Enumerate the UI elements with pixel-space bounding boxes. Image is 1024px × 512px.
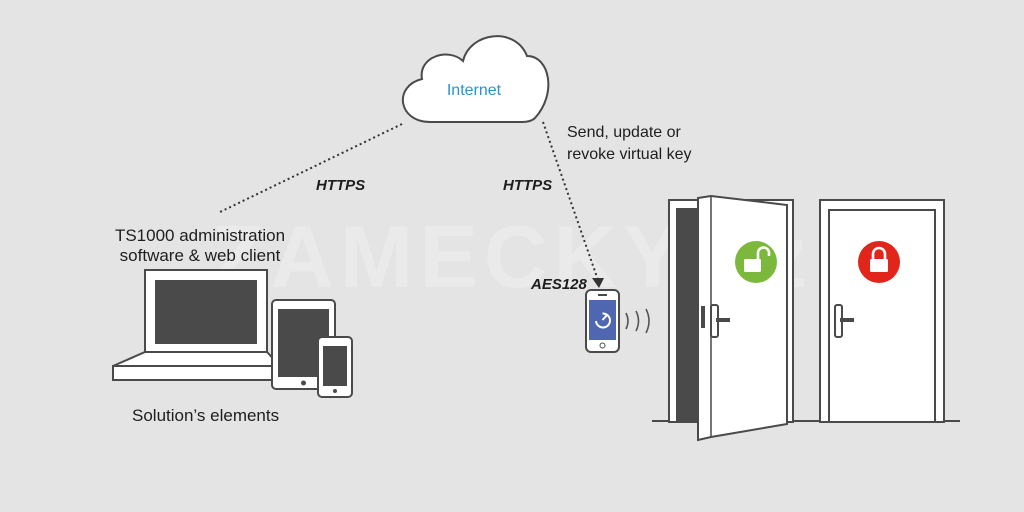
open-door-handle-icon — [710, 304, 730, 338]
closed-door — [819, 199, 945, 423]
smartphone-icon — [317, 336, 353, 398]
open-door — [668, 194, 794, 442]
admin-title-line2: software & web client — [119, 246, 281, 265]
virtual-key-note: Send, update or revoke virtual key — [567, 124, 692, 163]
mobile-key-phone-icon — [585, 289, 620, 353]
link-arrowhead — [592, 278, 604, 288]
encryption-label: AES128 — [531, 276, 587, 293]
internet-cloud-icon — [402, 35, 550, 123]
solution-caption: Solution’s elements — [132, 406, 280, 425]
https-link-left — [217, 123, 403, 214]
padlock-closed-icon — [858, 241, 900, 283]
laptop-icon — [112, 269, 283, 381]
wireless-signal-icon — [625, 308, 650, 334]
https-label-left: HTTPS — [316, 177, 366, 194]
closed-door-handle-icon — [834, 304, 854, 338]
cloud-label: Internet — [446, 82, 502, 99]
padlock-open-icon — [735, 241, 777, 283]
https-label-right: HTTPS — [503, 177, 553, 194]
admin-title-line1: TS1000 administration — [114, 226, 286, 245]
